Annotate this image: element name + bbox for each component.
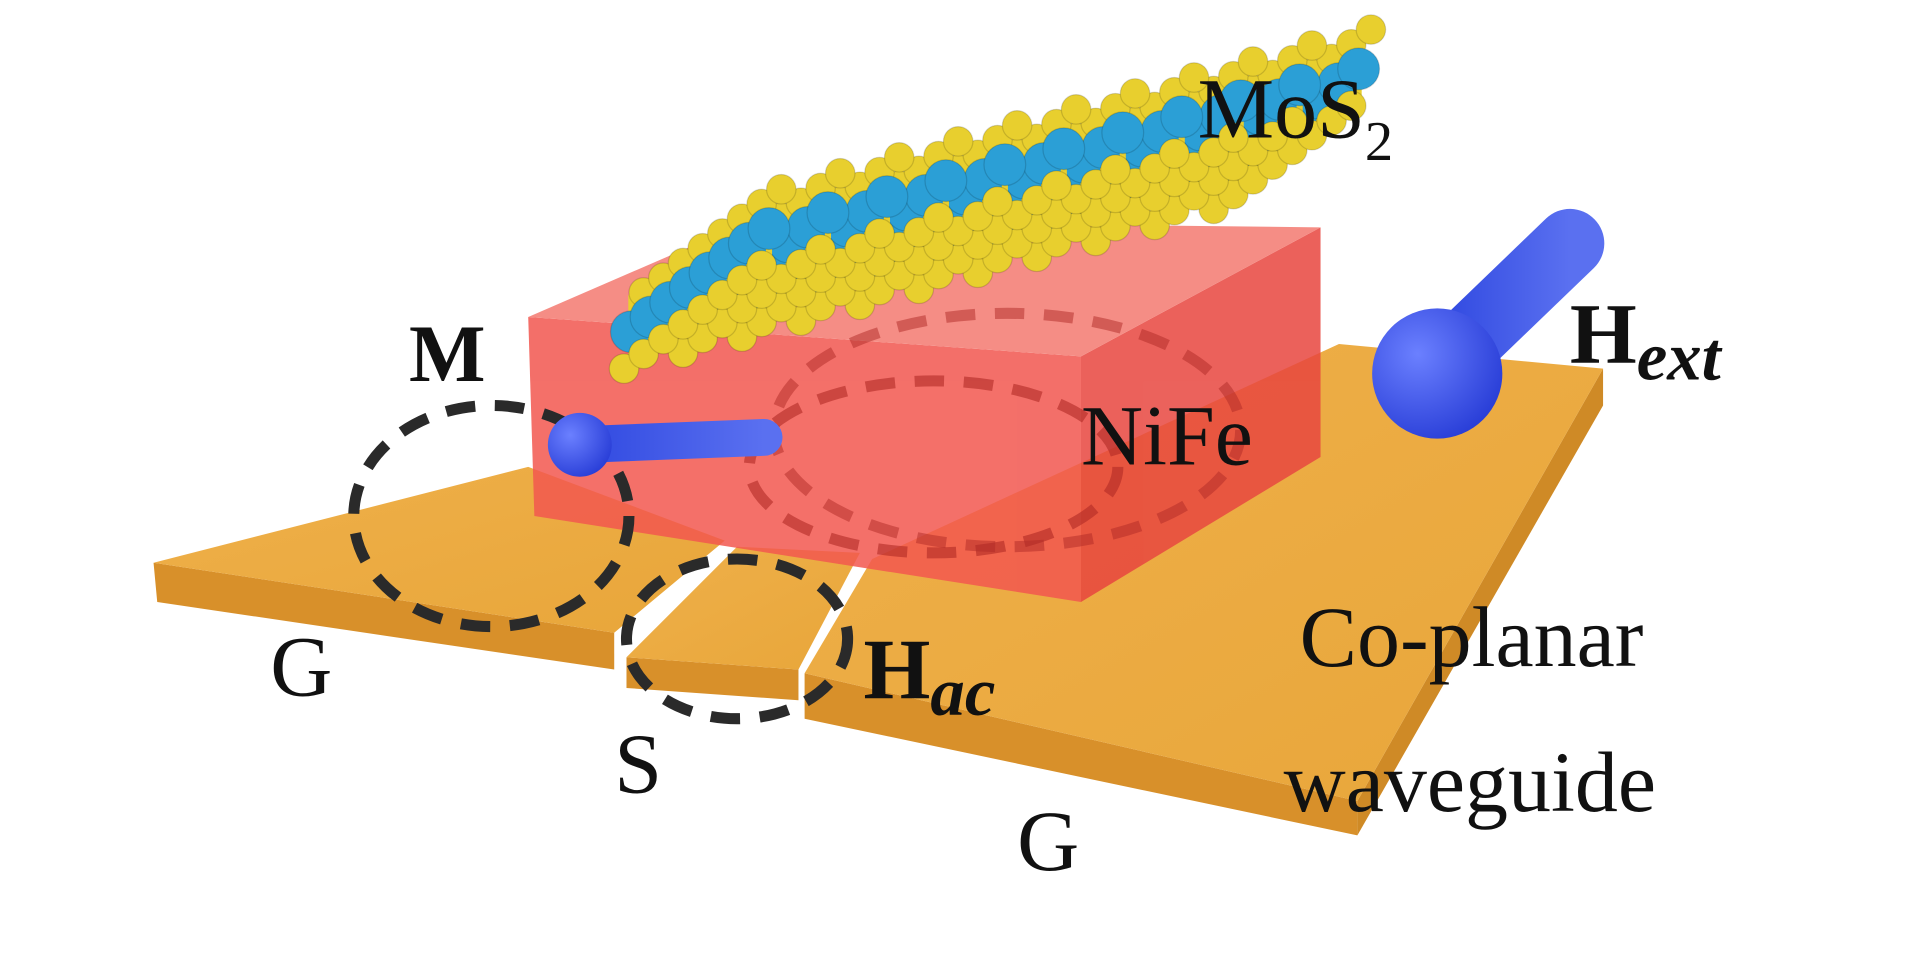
mo-atom bbox=[1042, 127, 1086, 171]
label-waveguide: waveguide bbox=[1284, 734, 1656, 830]
s-atom bbox=[746, 250, 777, 281]
mo-atom bbox=[806, 191, 850, 235]
label-hac: Hac bbox=[864, 621, 996, 730]
s-atom bbox=[1237, 46, 1269, 77]
s-atom bbox=[1355, 14, 1387, 45]
s-atom bbox=[1100, 154, 1131, 185]
label-coplanar: Co-planar bbox=[1300, 589, 1644, 685]
label-mos2: MoS2 bbox=[1198, 61, 1394, 173]
mo-atom bbox=[1278, 63, 1322, 107]
s-atom bbox=[824, 157, 856, 189]
s-atom bbox=[864, 218, 895, 249]
mo-atom bbox=[924, 159, 968, 203]
mo-atom bbox=[983, 143, 1027, 187]
label-ground-left: G bbox=[270, 618, 332, 714]
label-hext: Hext bbox=[1570, 285, 1723, 394]
s-atom bbox=[1335, 90, 1367, 122]
precession-loop-left bbox=[348, 399, 635, 633]
s-atom bbox=[1178, 62, 1210, 93]
mo-atom bbox=[865, 175, 909, 219]
s-atom bbox=[1041, 170, 1072, 201]
mo-atom bbox=[1337, 47, 1381, 91]
mo-atom bbox=[1219, 79, 1263, 123]
ground-plate-right bbox=[804, 344, 1604, 836]
mos2-lattice bbox=[608, 14, 1387, 384]
mo-atom bbox=[1160, 95, 1204, 139]
label-m: M bbox=[409, 309, 486, 399]
label-signal: S bbox=[614, 715, 662, 811]
s-atom bbox=[1276, 106, 1308, 138]
s-atom bbox=[1001, 110, 1033, 141]
s-atom bbox=[1217, 122, 1249, 154]
s-atom bbox=[982, 186, 1013, 217]
s-atom bbox=[765, 173, 797, 205]
s-atom bbox=[1296, 30, 1328, 61]
label-nife: NiFe bbox=[1081, 387, 1253, 483]
s-atom bbox=[1060, 94, 1092, 125]
mo-atom bbox=[747, 207, 791, 251]
s-atom bbox=[1159, 138, 1190, 169]
mo-atom bbox=[1101, 111, 1145, 155]
label-ground-right: G bbox=[1017, 793, 1079, 889]
s-atom bbox=[805, 234, 836, 265]
hac-loop-inner bbox=[743, 375, 1124, 559]
s-atom bbox=[923, 202, 954, 233]
external-field-vector bbox=[1372, 208, 1605, 439]
s-atom bbox=[883, 141, 915, 173]
coplanar-waveguide bbox=[153, 344, 1604, 836]
magnetization-vector bbox=[547, 412, 783, 477]
s-atom bbox=[1119, 78, 1151, 109]
s-atom bbox=[942, 125, 974, 157]
hac-loop-signal bbox=[620, 553, 854, 725]
